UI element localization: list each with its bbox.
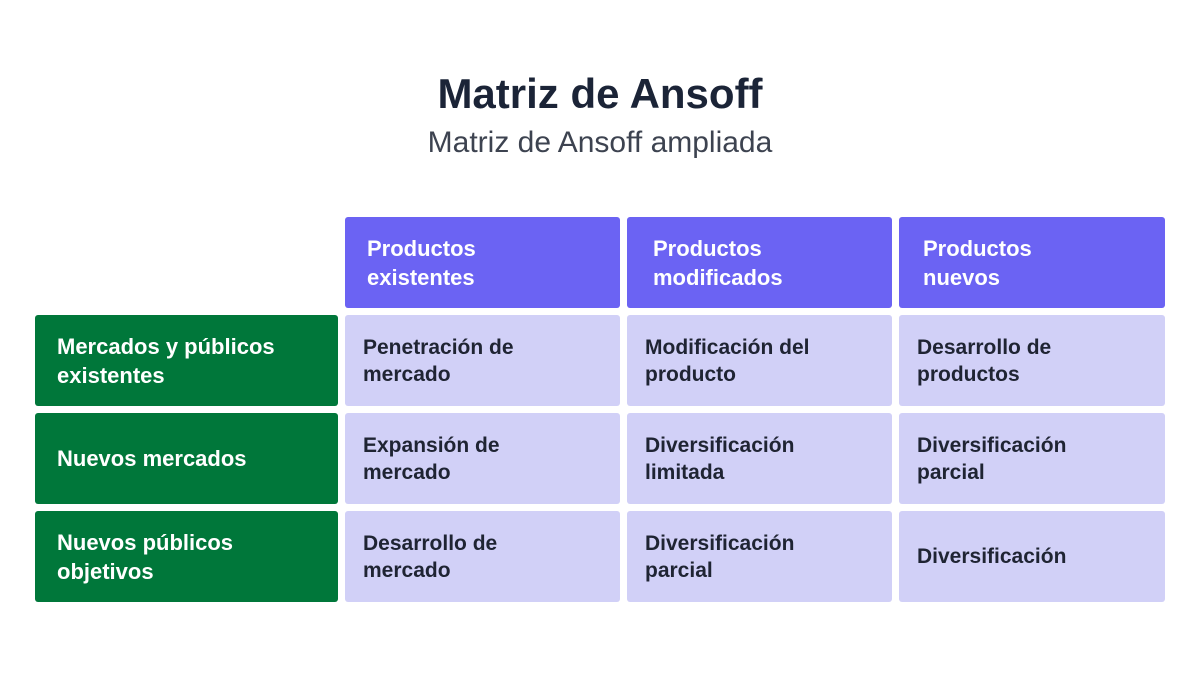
page-subtitle: Matriz de Ansoff ampliada	[427, 126, 773, 159]
matrix-cell-label: Penetración de mercado	[363, 335, 514, 386]
matrix-cell-label: Diversificación parcial	[917, 433, 1067, 484]
matrix-cell: Penetración de mercado	[345, 315, 620, 406]
row-header-new-markets: Nuevos mercados	[35, 413, 338, 504]
matrix-cell: Desarrollo de productos	[899, 315, 1165, 406]
matrix-cell: Diversificación parcial	[899, 413, 1165, 504]
matrix-cell: Diversificación	[899, 511, 1165, 602]
matrix-cell-label: Diversificación parcial	[645, 531, 795, 582]
matrix-cell-label: Desarrollo de mercado	[363, 531, 498, 582]
row-header-label: Mercados y públicos existentes	[57, 333, 275, 388]
matrix-cell-label: Diversificación limitada	[645, 433, 795, 484]
column-header-new-products: Productos nuevos	[899, 217, 1165, 308]
matrix-cell: Modificación del producto	[627, 315, 892, 406]
column-header-label: Productos nuevos	[923, 235, 1032, 290]
row-header-existing-markets: Mercados y públicos existentes	[35, 315, 338, 406]
matrix-cell-label: Modificación del producto	[645, 335, 810, 386]
column-header-label: Productos existentes	[367, 235, 476, 290]
column-header-existing-products: Productos existentes	[345, 217, 620, 308]
row-header-label: Nuevos mercados	[57, 446, 247, 471]
matrix-cell: Desarrollo de mercado	[345, 511, 620, 602]
matrix-cell: Expansión de mercado	[345, 413, 620, 504]
matrix-cell-label: Diversificación	[917, 545, 1067, 568]
matrix-cell-label: Desarrollo de productos	[917, 335, 1052, 386]
matrix-cell: Diversificación limitada	[627, 413, 892, 504]
matrix-cell-label: Expansión de mercado	[363, 433, 500, 484]
column-header-label: Productos modificados	[653, 235, 783, 290]
page-title: Matriz de Ansoff	[437, 70, 763, 117]
column-header-modified-products: Productos modificados	[627, 217, 892, 308]
row-header-new-target-audiences: Nuevos públicos objetivos	[35, 511, 338, 602]
matrix-cell: Diversificación parcial	[627, 511, 892, 602]
row-header-label: Nuevos públicos objetivos	[57, 529, 234, 584]
